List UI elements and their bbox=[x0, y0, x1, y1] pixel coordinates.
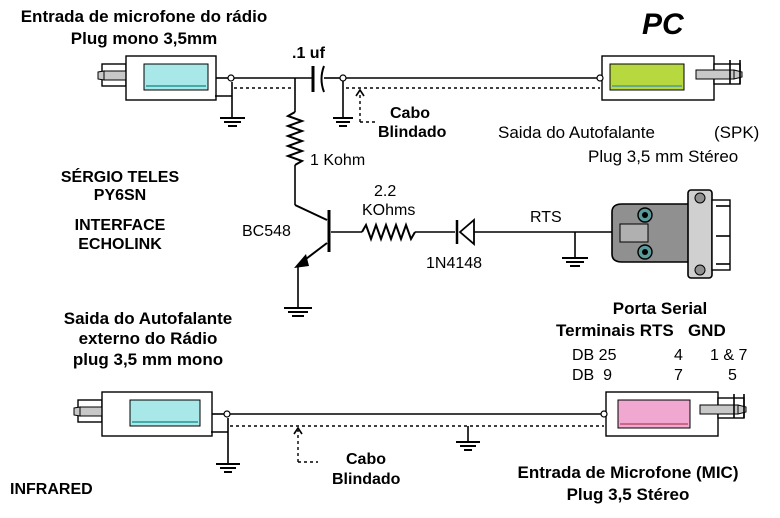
radio-ext-speaker-mono-plug bbox=[73, 391, 224, 437]
db9-serial-connector bbox=[611, 189, 731, 279]
db9-gnd: 5 bbox=[728, 367, 737, 384]
ext-speaker-title-1: Saida do Autofalante bbox=[64, 309, 232, 328]
interface-label-1: INTERFACE bbox=[75, 217, 166, 234]
radio-mic-input-title: Entrada de microfone do rádio bbox=[21, 7, 268, 26]
radio-mic-mono-plug bbox=[97, 55, 228, 101]
author-name: SÉRGIO TELES bbox=[61, 167, 180, 186]
ext-speaker-title-2: externo do Rádio bbox=[79, 329, 218, 348]
author-callsign: PY6SN bbox=[94, 187, 146, 204]
top-cable-label-2: Blindado bbox=[378, 124, 447, 141]
pc-speaker-plug: Plug 3,5 mm Stéreo bbox=[588, 147, 738, 166]
radio-mic-input-plug: Plug mono 3,5mm bbox=[71, 29, 217, 48]
pc-mic-plug: Plug 3,5 Stéreo bbox=[567, 485, 690, 504]
resistor-2k2-label-b: KOhms bbox=[362, 202, 415, 219]
capacitor-label: .1 uf bbox=[292, 45, 326, 62]
db25-rts: 4 bbox=[674, 347, 683, 364]
ext-speaker-title-3: plug 3,5 mm mono bbox=[73, 350, 223, 369]
resistor-1k-label: 1 Kohm bbox=[310, 152, 365, 169]
db9-name: DB 9 bbox=[572, 367, 612, 384]
bottom-cable-label-2: Blindado bbox=[332, 471, 401, 488]
serial-port-header: Terminais RTS GND bbox=[556, 321, 726, 340]
transistor-label: BC548 bbox=[242, 223, 291, 240]
pc-speaker-title: Saida do Autofalante bbox=[498, 123, 655, 142]
db25-name: DB 25 bbox=[572, 347, 617, 364]
resistor-2k2-label-a: 2.2 bbox=[374, 183, 396, 200]
bottom-cable-label-1: Cabo bbox=[346, 451, 386, 468]
pc-mic-title: Entrada de Microfone (MIC) bbox=[517, 463, 738, 482]
pc-label: PC bbox=[642, 8, 685, 41]
infrared-label: INFRARED bbox=[10, 481, 93, 498]
1n4148-diode bbox=[455, 218, 475, 246]
rts-label: RTS bbox=[530, 209, 562, 226]
pc-speaker-stereo-plug bbox=[601, 55, 743, 101]
bc548-transistor bbox=[284, 204, 331, 317]
pc-speaker-tag: (SPK) bbox=[714, 123, 759, 142]
serial-port-title: Porta Serial bbox=[613, 299, 708, 318]
db25-gnd: 1 & 7 bbox=[710, 347, 747, 364]
diode-label: 1N4148 bbox=[426, 255, 482, 272]
interface-label-2: ECHOLINK bbox=[78, 236, 162, 253]
top-cable-label-1: Cabo bbox=[390, 105, 430, 122]
db9-rts: 7 bbox=[674, 367, 683, 384]
pc-mic-stereo-plug bbox=[605, 391, 747, 437]
